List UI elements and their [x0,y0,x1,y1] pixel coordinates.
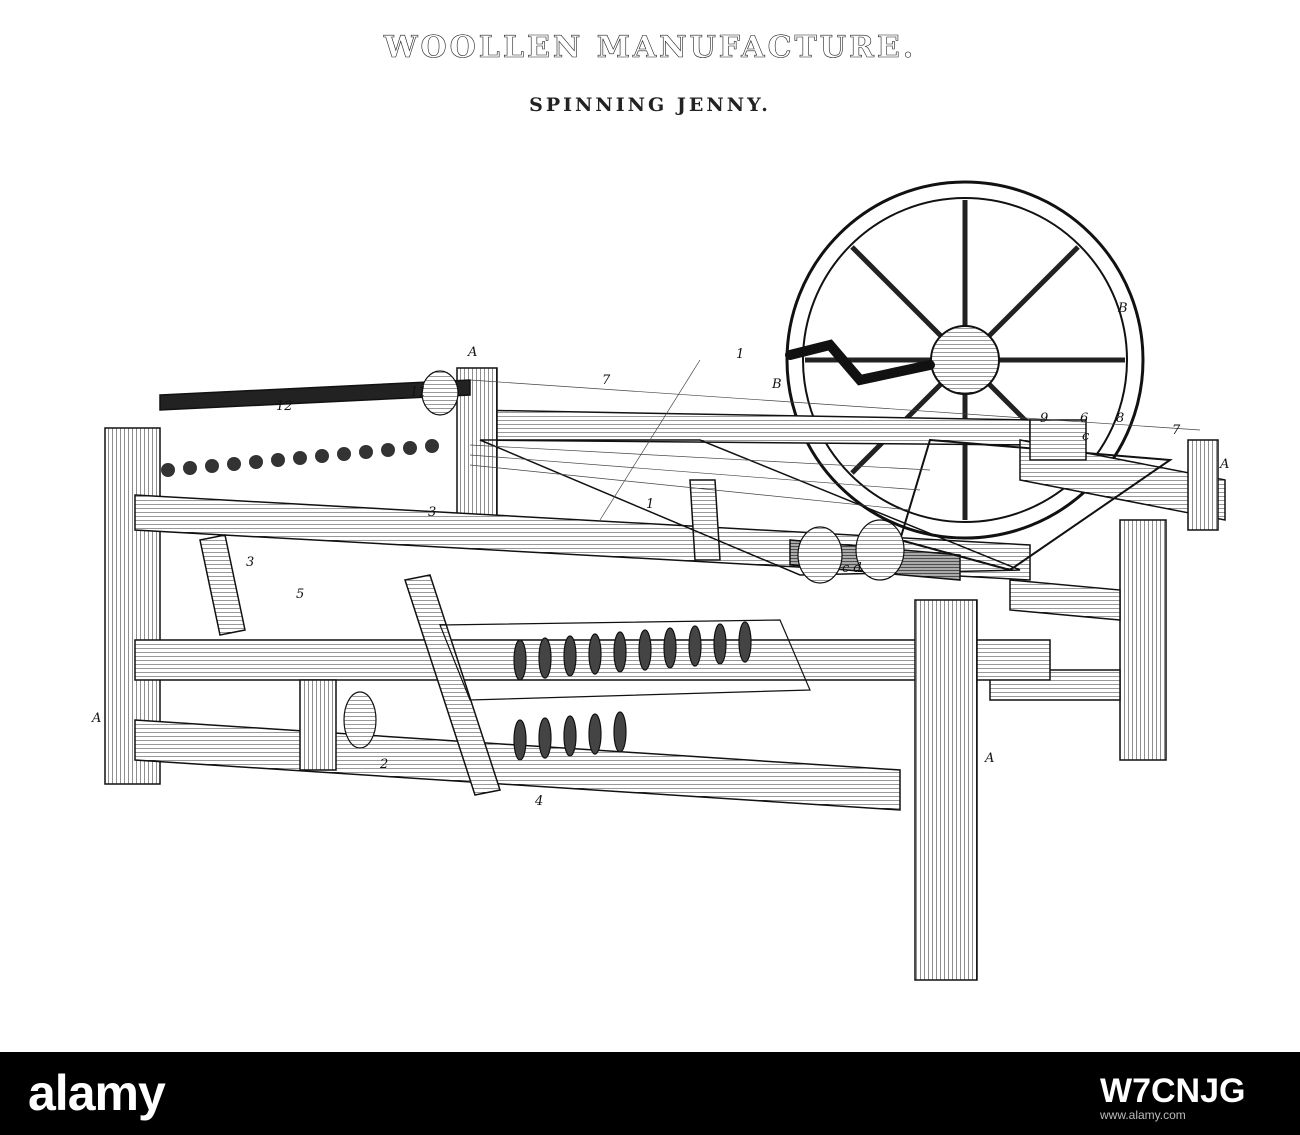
label-1-top: 1 [736,347,744,362]
label-3-b: 3 [246,555,254,570]
label-a-top: A [467,345,477,360]
spindle-rack-lower [343,370,905,761]
watermark-footer: alamy W7CNJG www.alamy.com [0,1052,1300,1135]
label-7-right: 7 [1172,423,1181,438]
plate-title: WOOLLEN MANUFACTURE. [383,30,917,66]
label-9: 9 [1040,411,1048,426]
label-3-a: 3 [428,505,436,520]
label-b-wheel: B [1117,301,1128,316]
label-c: c [1082,429,1090,444]
image-id: W7CNJG [1100,1072,1246,1110]
plate-subtitle: SPINNING JENNY. [529,94,771,116]
label-11: 11 [410,385,427,400]
frame-back [469,409,1226,761]
diagram-labels: A A A A B B 1 1 2 3 3 4 5 6 7 7 8 9 11 1… [91,301,1229,809]
label-4: 4 [534,794,543,809]
label-7-top: 7 [602,373,611,388]
spinning-jenny-illustration: A A A A B B 1 1 2 3 3 4 5 6 7 7 8 9 11 1… [91,180,1229,981]
alamy-logo: alamy [28,1065,166,1121]
label-8: 8 [1116,411,1124,426]
label-a-left: A [91,711,101,726]
label-cd: c d [842,561,862,576]
yarn-threads [469,359,1201,521]
label-a-right: A [1219,457,1229,472]
label-6: 6 [1080,411,1088,426]
label-b-crank: B [771,377,782,392]
label-2: 2 [379,757,388,772]
label-5: 5 [296,587,304,602]
watermark-url: www.alamy.com [1100,1108,1186,1122]
label-1-mid: 1 [646,497,654,512]
label-a-bottom: A [984,751,994,766]
spindle-column-top [161,439,439,477]
label-12: 12 [276,399,293,414]
